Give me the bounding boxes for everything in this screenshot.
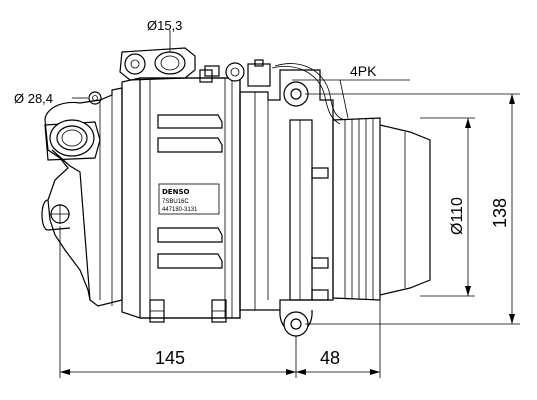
hose-small-diameter-label: Ø15,3 <box>147 18 182 33</box>
large-port-fitting <box>44 91 102 161</box>
pulley <box>332 117 431 301</box>
body-length-label: 145 <box>155 348 185 368</box>
nameplate-part-number: 447180-3131 <box>162 207 198 213</box>
cylinder-body <box>121 65 241 323</box>
rear-housing <box>41 87 123 307</box>
belt-profile-label: 4PK <box>350 63 377 79</box>
hose-large-diameter-label: Ø 28,4 <box>14 91 53 106</box>
total-height-label: 138 <box>490 198 510 228</box>
nameplate-model: 7SBU16C <box>162 199 189 205</box>
small-port-fitting <box>119 47 196 81</box>
nameplate-brand: DENSO <box>162 188 189 196</box>
pulley-offset-label: 48 <box>320 348 340 368</box>
pulley-diameter-label: Ø110 <box>449 197 466 235</box>
front-housing <box>225 59 346 337</box>
dimension-lines <box>59 30 520 378</box>
nameplate: DENSO 7SBU16C 447180-3131 <box>158 183 220 215</box>
